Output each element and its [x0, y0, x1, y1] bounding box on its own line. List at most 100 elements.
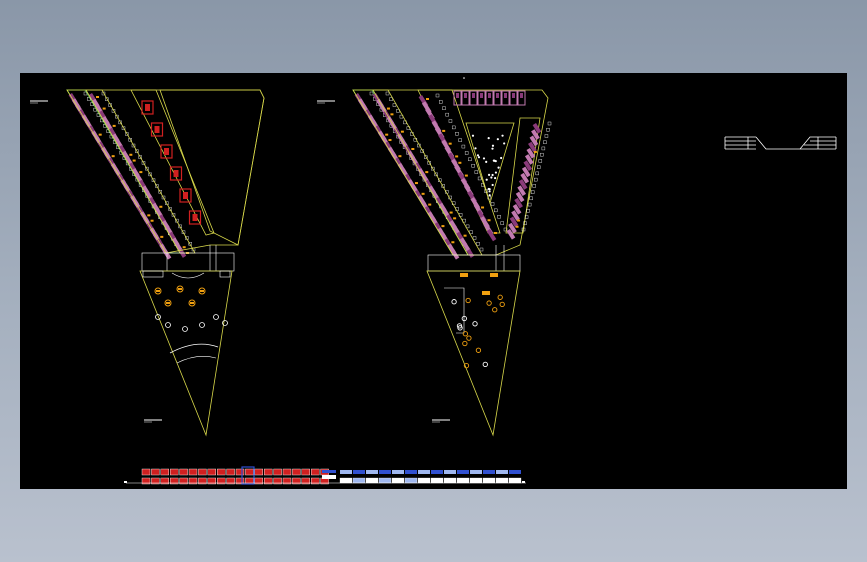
legend-swatch	[198, 468, 207, 476]
room-unit	[453, 90, 462, 106]
room-block	[529, 135, 539, 147]
room-bed	[488, 93, 491, 98]
plan-right-outline	[352, 89, 549, 256]
room-fixture	[543, 140, 547, 144]
room-furniture	[533, 150, 537, 153]
scale-bar-icon	[30, 100, 48, 104]
room-bed	[480, 93, 483, 98]
legend-swatch	[311, 477, 320, 485]
room-fixture	[131, 143, 136, 148]
room-furniture	[448, 142, 452, 145]
cad-drawing-viewport[interactable]	[20, 73, 847, 489]
room-unit	[461, 90, 470, 106]
room-block	[178, 249, 187, 258]
room-fixture	[538, 159, 543, 163]
room-fixture	[500, 221, 504, 225]
room-furniture	[464, 174, 468, 177]
plan-right-courtyard-plants	[471, 134, 506, 197]
room-fixture	[455, 132, 459, 136]
room-furniture	[98, 133, 102, 136]
room-block	[509, 216, 519, 228]
legend-swatch	[282, 477, 292, 485]
north-mark-icon	[463, 77, 465, 79]
plant-dot	[471, 134, 475, 137]
plant-pot	[451, 299, 457, 305]
legend-swatch	[482, 477, 496, 484]
plant-dot	[494, 171, 498, 174]
legend-swatch	[169, 477, 179, 485]
red-table	[160, 144, 173, 159]
red-table	[179, 188, 192, 203]
legend-swatch	[508, 477, 522, 484]
room-fixture	[494, 208, 498, 213]
plant-pot	[155, 314, 161, 320]
red-table-top	[154, 126, 160, 133]
legend-swatch	[245, 468, 254, 476]
legend-swatch	[322, 475, 336, 479]
room-furniture	[515, 225, 519, 228]
room-block	[512, 204, 522, 215]
plan-right-corridor	[427, 254, 521, 272]
room-furniture	[129, 153, 133, 156]
legend-swatch	[366, 470, 378, 474]
room-fixture	[141, 161, 146, 165]
plant-dot	[488, 194, 491, 197]
room-bed	[464, 93, 467, 98]
legend-swatch	[179, 477, 188, 485]
room-fixture	[435, 93, 440, 98]
section-detail-icon	[724, 136, 837, 150]
plant-dot	[476, 154, 480, 157]
room-furniture	[441, 225, 445, 228]
plant-pot	[165, 322, 171, 328]
room-fixture	[111, 109, 116, 113]
room-fixture	[461, 144, 466, 149]
plan-left-arc	[169, 343, 219, 354]
room-fixture	[547, 121, 552, 126]
legend-swatch	[273, 477, 282, 485]
legend-swatch	[207, 477, 217, 485]
room-fixture	[477, 176, 482, 181]
plant-dot	[500, 156, 503, 160]
legend-swatch	[292, 477, 301, 485]
legend-swatch	[392, 470, 404, 474]
room-furniture	[160, 235, 164, 238]
room-fixture	[479, 247, 484, 252]
room-fixture	[529, 196, 533, 201]
red-table	[169, 166, 183, 181]
plan-right-diag-rooms	[506, 121, 552, 240]
room-fixture	[369, 91, 374, 96]
legend-swatch	[322, 470, 336, 473]
legend-swatch	[418, 470, 430, 474]
plan-right	[317, 77, 552, 437]
room-furniture	[455, 155, 459, 158]
room-fixture	[521, 227, 526, 232]
plan-right-rooms	[354, 91, 484, 260]
room-block	[466, 249, 475, 258]
legend-swatch	[160, 468, 170, 476]
room-fixture	[527, 202, 532, 207]
scale-bar-icon	[432, 419, 450, 423]
legend-swatch	[254, 477, 264, 485]
room-block	[506, 228, 516, 240]
room-fixture	[125, 132, 129, 136]
legend-corner-mark	[522, 481, 525, 483]
plant-pot	[466, 335, 472, 341]
room-unit	[493, 90, 502, 106]
plan-right-top-rooms	[453, 90, 526, 106]
orange-sofa	[482, 291, 490, 295]
legend-swatch	[339, 477, 353, 484]
room-unit	[485, 90, 494, 106]
plant-dot	[494, 176, 497, 180]
room-block	[528, 141, 537, 153]
room-furniture	[463, 234, 467, 237]
room-fixture	[115, 114, 119, 119]
room-fixture	[490, 202, 495, 206]
counter	[142, 270, 164, 278]
room-fixture	[544, 134, 549, 138]
legend-swatch	[340, 470, 352, 474]
legend-swatch	[216, 468, 226, 476]
plant-pot	[457, 325, 463, 331]
legend-swatch	[263, 468, 273, 476]
room-furniture	[425, 171, 429, 174]
legend-swatch	[235, 468, 245, 476]
